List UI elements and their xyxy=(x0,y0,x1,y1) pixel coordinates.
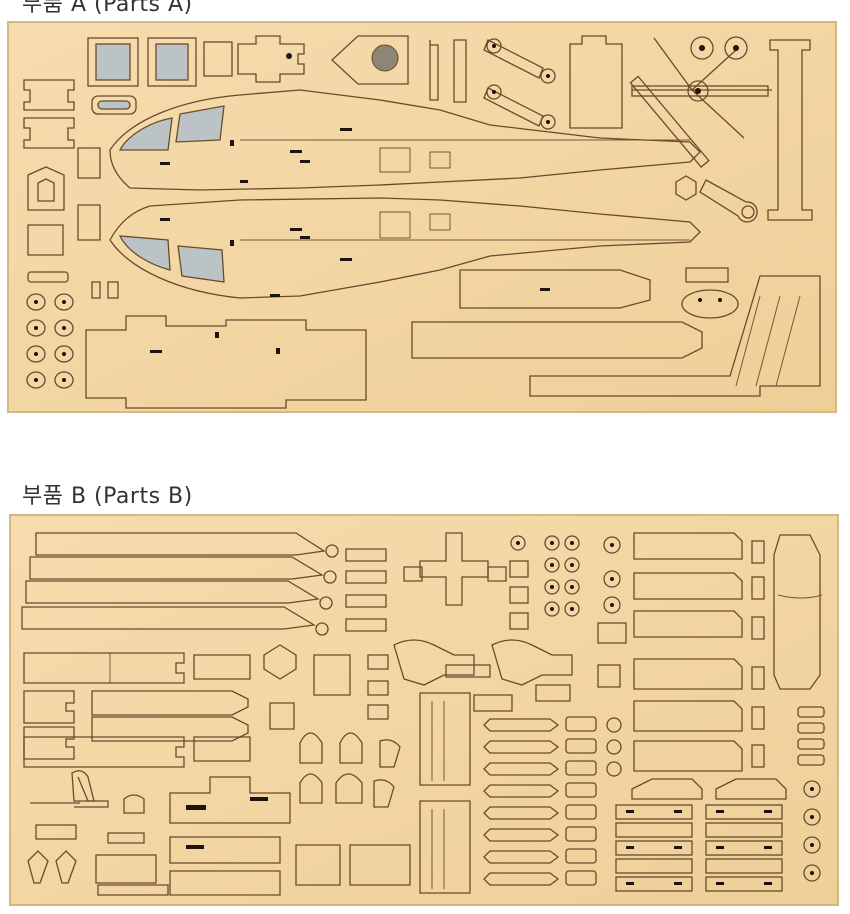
pegs-right xyxy=(797,706,825,882)
parts-b-sheet xyxy=(0,505,850,914)
parts-b-label: 부품 B (Parts B) xyxy=(22,484,193,509)
small-parts-bottom-left xyxy=(27,770,411,896)
bracket-parts xyxy=(675,175,758,319)
fin-parts xyxy=(633,532,765,772)
tail-boom-parts xyxy=(85,269,821,409)
small-clips xyxy=(345,548,387,632)
plywood-sheet-a xyxy=(7,21,837,413)
arrow-pins xyxy=(483,716,622,886)
tail-rotor-part xyxy=(629,36,772,168)
small-parts-left xyxy=(23,79,119,389)
tail-plates xyxy=(419,692,471,894)
clip-parts xyxy=(429,35,623,130)
tail-fin xyxy=(773,534,821,690)
booms-left xyxy=(23,652,251,768)
rotor-blades xyxy=(21,532,339,636)
parts-a-sheet xyxy=(0,0,850,420)
parts-a-label: 부품 A (Parts A) xyxy=(22,0,193,17)
rotor-hub xyxy=(419,532,489,606)
window-frames xyxy=(87,35,409,115)
fuselage-half-bottom xyxy=(109,197,701,299)
crate-parts xyxy=(615,778,787,892)
washers xyxy=(509,535,627,644)
strut-part xyxy=(767,39,813,221)
plywood-sheet-b xyxy=(9,514,839,906)
fuselage-half-top xyxy=(109,89,701,191)
bracket-parts-center xyxy=(263,639,621,768)
